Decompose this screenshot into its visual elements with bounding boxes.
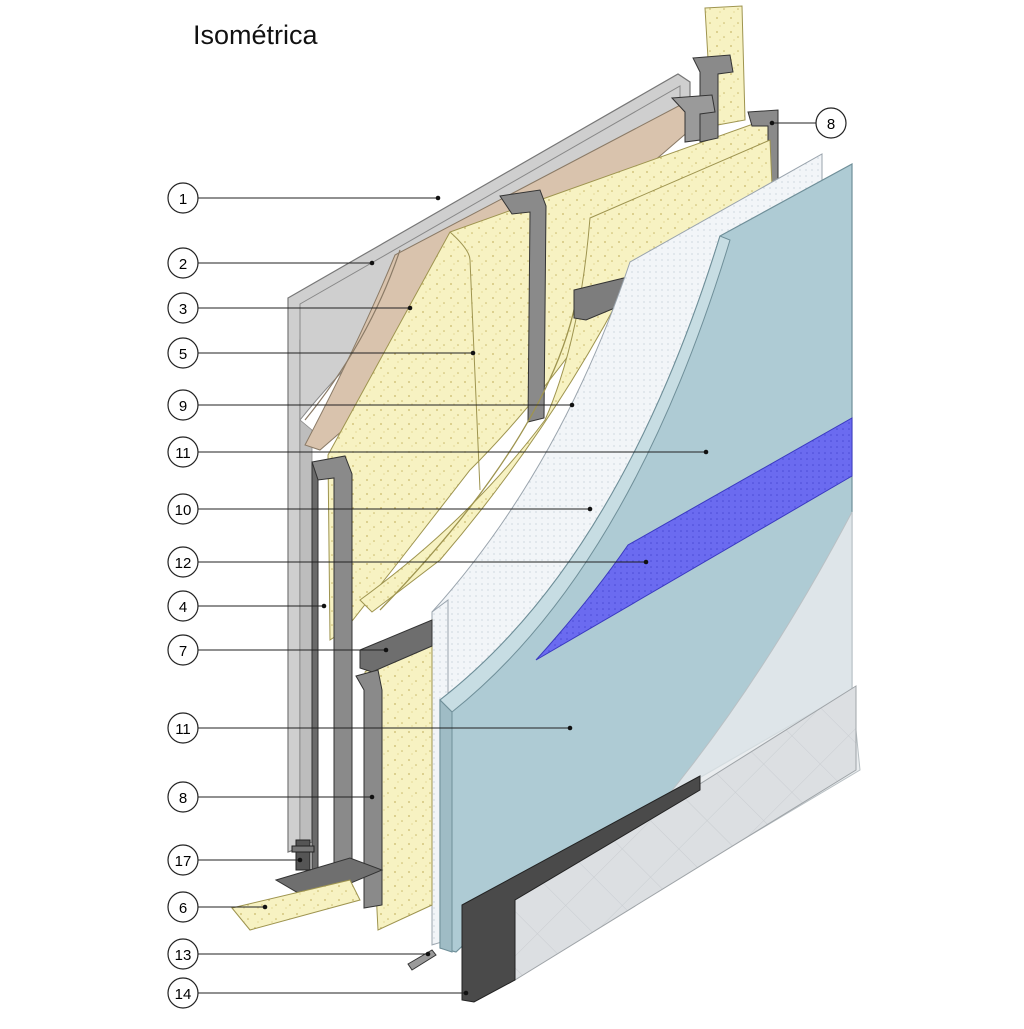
base-trim [461, 775, 701, 1003]
callout-4: 4 [167, 590, 199, 622]
callout-12: 12 [167, 546, 199, 578]
callout-11-upper-label: 11 [175, 445, 191, 462]
horizontal-track-lower [359, 619, 433, 673]
callout-9: 9 [167, 389, 199, 421]
drip-bead [407, 949, 437, 971]
callout-1: 1 [167, 182, 199, 214]
leader-lines [198, 122, 818, 994]
callout-13: 13 [167, 938, 199, 970]
middle-steel-stud [499, 189, 547, 423]
cement-board-edge [439, 235, 731, 713]
horizontal-track-upper [573, 275, 635, 321]
insulation-band [359, 139, 773, 613]
callout-11-lower: 11 [167, 712, 199, 744]
callout-7-label: 7 [179, 643, 187, 660]
callout-8-lower: 8 [167, 781, 199, 813]
callout-2-label: 2 [179, 256, 187, 273]
callout-12-label: 12 [175, 555, 192, 572]
callout-2: 2 [167, 247, 199, 279]
callout-5: 5 [167, 337, 199, 369]
leader-dots [262, 120, 775, 996]
callout-bubbles: 1 2 3 5 9 11 10 12 4 7 11 8 [167, 107, 847, 1009]
callout-13-label: 13 [175, 947, 192, 964]
callout-6: 6 [167, 891, 199, 923]
callout-7: 7 [167, 634, 199, 666]
upper-steel-stud-b [670, 94, 716, 143]
callout-11-lower-label: 11 [175, 721, 191, 738]
callout-10: 10 [167, 493, 199, 525]
callout-8-upper-label: 8 [827, 116, 835, 133]
callout-14: 14 [167, 977, 199, 1009]
callout-9-label: 9 [179, 398, 187, 415]
callout-10-label: 10 [175, 502, 192, 519]
callout-17-label: 17 [175, 853, 192, 870]
lower-steel-stud [355, 669, 383, 909]
callout-14-label: 14 [175, 986, 192, 1003]
callout-5-label: 5 [179, 346, 187, 363]
callout-3-label: 3 [179, 301, 187, 318]
callout-17: 17 [167, 844, 199, 876]
callout-11-upper: 11 [167, 436, 199, 468]
callout-1-label: 1 [179, 191, 187, 208]
callout-3: 3 [167, 292, 199, 324]
anchor-bolt [291, 839, 315, 871]
callout-6-label: 6 [179, 900, 187, 917]
diagram-title: Isométrica [193, 20, 318, 50]
callout-8-upper: 8 [815, 107, 847, 139]
bottom-insulation-strip [231, 879, 361, 931]
callout-8-lower-label: 8 [179, 790, 187, 807]
reinforcing-mesh-band [535, 417, 853, 661]
callout-4-label: 4 [179, 599, 187, 616]
